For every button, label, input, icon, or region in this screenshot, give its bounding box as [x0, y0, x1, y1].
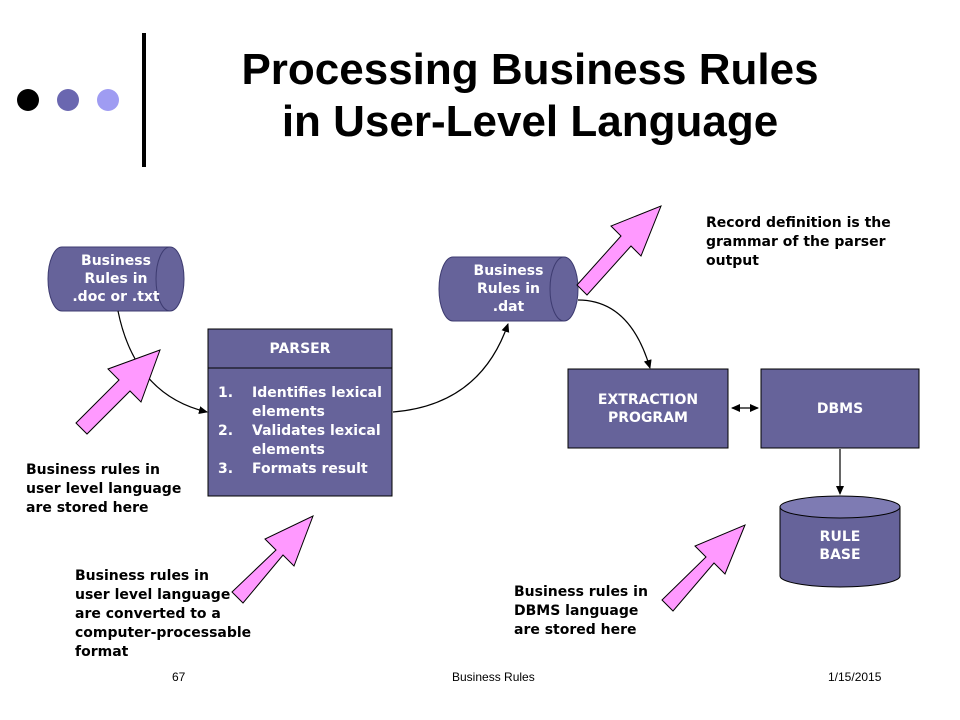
footer-center-text: Business Rules	[452, 670, 535, 684]
dot-mid	[57, 89, 79, 111]
page-title: Processing Business Rules in User-Level …	[150, 44, 910, 148]
parser-title: PARSER	[269, 340, 331, 357]
annotation-converted-line-4: computer-processable	[75, 625, 252, 641]
parser-step-1: 1. Identifies lexical elements	[218, 384, 398, 422]
decor-dots-svg	[17, 33, 146, 167]
parser-step-3: 3. Formats result	[218, 460, 398, 479]
callout-arrow-bottom-middle	[231, 515, 314, 604]
doc-storage-line-3: .doc or .txt	[72, 289, 160, 305]
annotation-record-line-3: output	[706, 253, 759, 269]
connector-parser-to-dat	[392, 323, 510, 413]
parser-step-1-num: 1.	[218, 385, 234, 401]
doc-storage-edge	[155, 246, 171, 312]
annotation-stored-line-1: Business rules in	[26, 462, 160, 478]
rule-base-top	[779, 495, 901, 519]
annotation-converted: Business rules in user level language ar…	[75, 567, 251, 662]
footer-page-number: 67	[172, 670, 186, 684]
annotation-stored-dbms: Business rules in DBMS language are stor…	[514, 583, 648, 640]
dbms-label: DBMS	[816, 400, 864, 417]
annotation-converted-line-3: are converted to a	[75, 606, 221, 622]
doc-storage-label: Business Rules in .doc or .txt	[62, 252, 170, 306]
annotation-record-line-2: grammar of the parser	[706, 234, 886, 250]
annotation-stored-line-3: are stored here	[26, 500, 149, 516]
title-bar	[142, 33, 146, 167]
annotation-converted-line-5: format	[75, 644, 129, 660]
callout-arrow-bottom-right	[661, 524, 746, 612]
parser-step-1-text: Identifies lexical elements	[252, 385, 382, 420]
dat-storage-line-1: Business	[473, 263, 544, 279]
callout-arrow-left	[75, 349, 161, 435]
annotation-dbms-line-1: Business rules in	[514, 584, 648, 600]
doc-storage-line-2: Rules in	[84, 271, 148, 287]
extraction-line-1: EXTRACTION	[597, 391, 699, 408]
annotation-record-line-1: Record definition is the	[706, 215, 891, 231]
rule-base-body	[779, 506, 901, 588]
dbms-box	[760, 368, 920, 449]
rule-base-line-2: BASE	[819, 547, 861, 563]
annotation-converted-line-2: user level language	[75, 587, 231, 603]
title-line-1: Processing Business Rules	[241, 45, 819, 94]
parser-step-2-text: Validates lexical elements	[252, 423, 381, 458]
dat-storage-edge	[549, 256, 565, 322]
annotation-dbms-line-3: are stored here	[514, 622, 637, 638]
dat-storage-line-2: Rules in	[476, 281, 540, 297]
annotation-converted-line-1: Business rules in	[75, 568, 209, 584]
parser-step-2-num: 2.	[218, 423, 234, 439]
extraction-line-2: PROGRAM	[608, 409, 688, 426]
extraction-label: EXTRACTION PROGRAM	[568, 369, 728, 448]
parser-step-3-num: 3.	[218, 461, 234, 477]
annotation-record-definition: Record definition is the grammar of the …	[706, 214, 891, 271]
parser-step-3-text: Formats result	[252, 461, 368, 477]
annotation-stored-user-level: Business rules in user level language ar…	[26, 461, 181, 518]
callout-arrow-top-right	[576, 205, 662, 296]
dot-light	[97, 89, 119, 111]
footer-date: 1/15/2015	[828, 670, 882, 684]
parser-step-2: 2. Validates lexical elements	[218, 422, 398, 460]
dat-storage-line-3: .dat	[492, 299, 525, 315]
rule-base-line-1: RULE	[819, 529, 861, 545]
annotation-dbms-line-2: DBMS language	[514, 603, 639, 619]
rule-base-label: RULE BASE	[780, 528, 900, 564]
dat-storage-label: Business Rules in .dat	[453, 262, 564, 316]
dot-black	[17, 89, 39, 111]
parser-steps-box	[207, 367, 393, 497]
title-line-2: in User-Level Language	[281, 97, 779, 146]
extraction-box	[567, 368, 729, 449]
connector-dat-to-extraction	[577, 299, 652, 369]
doc-storage-line-1: Business	[81, 253, 151, 269]
annotation-stored-line-2: user level language	[26, 481, 182, 497]
parser-steps-list: 1. Identifies lexical elements 2. Validate…	[218, 384, 398, 479]
